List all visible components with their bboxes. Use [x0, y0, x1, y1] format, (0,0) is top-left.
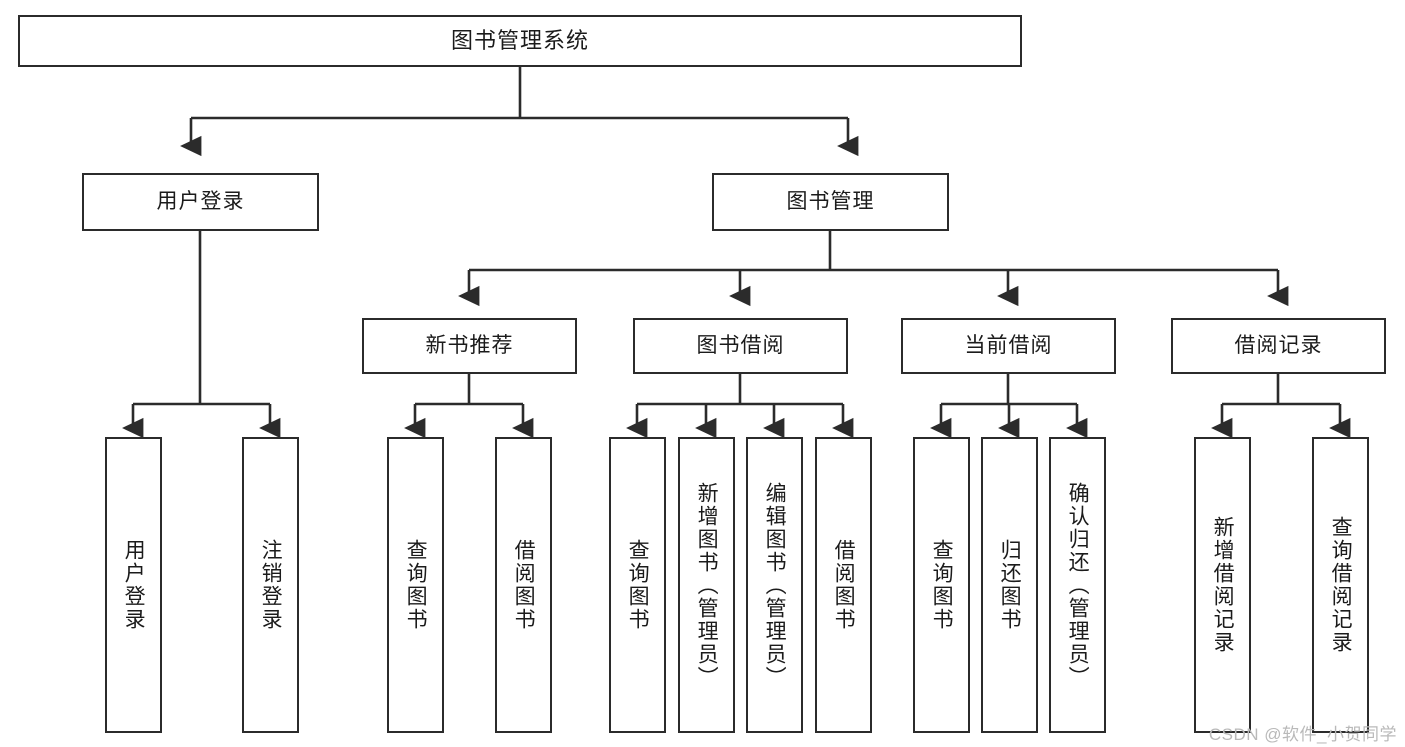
leaf-label: 新增图书（管理员）: [695, 481, 719, 689]
csdn-watermark: CSDN @软件_小贺同学: [1208, 725, 1397, 744]
leaf-user-login-signin[interactable]: 用户登录: [105, 437, 162, 733]
node-current-borrow[interactable]: 当前借阅: [901, 318, 1116, 374]
leaf-label: 借阅图书: [512, 539, 536, 631]
node-label: 图书管理: [786, 189, 875, 213]
node-user-login[interactable]: 用户登录: [82, 173, 319, 231]
leaf-label: 查询图书: [930, 539, 954, 631]
leaf-label: 归还图书: [998, 539, 1022, 631]
node-label: 新书推荐: [425, 333, 514, 357]
node-label: 借阅记录: [1234, 333, 1323, 357]
leaf-label: 确认归还（管理员）: [1066, 481, 1090, 689]
leaf-new-book-query[interactable]: 查询图书: [387, 437, 444, 733]
leaf-label: 查询图书: [626, 539, 650, 631]
leaf-label: 借阅图书: [832, 539, 856, 631]
leaf-current-borrow-query[interactable]: 查询图书: [913, 437, 970, 733]
leaf-book-borrow-query[interactable]: 查询图书: [609, 437, 666, 733]
leaf-user-login-signout[interactable]: 注销登录: [242, 437, 299, 733]
leaf-label: 新增借阅记录: [1211, 516, 1235, 654]
node-root-book-management-system[interactable]: 图书管理系统: [18, 15, 1022, 67]
node-book-borrow[interactable]: 图书借阅: [633, 318, 848, 374]
leaf-borrow-record-query[interactable]: 查询借阅记录: [1312, 437, 1369, 733]
leaf-label: 查询借阅记录: [1329, 516, 1353, 654]
node-label: 图书借阅: [696, 333, 785, 357]
node-book-management[interactable]: 图书管理: [712, 173, 949, 231]
node-new-book-recommend[interactable]: 新书推荐: [362, 318, 577, 374]
leaf-label: 编辑图书（管理员）: [763, 481, 787, 689]
node-label: 用户登录: [156, 189, 245, 213]
leaf-label: 用户登录: [122, 539, 146, 631]
leaf-current-borrow-return[interactable]: 归还图书: [981, 437, 1038, 733]
leaf-book-borrow-borrow[interactable]: 借阅图书: [815, 437, 872, 733]
leaf-book-borrow-add[interactable]: 新增图书（管理员）: [678, 437, 735, 733]
leaf-label: 查询图书: [404, 539, 428, 631]
node-borrow-record[interactable]: 借阅记录: [1171, 318, 1386, 374]
leaf-new-book-borrow[interactable]: 借阅图书: [495, 437, 552, 733]
leaf-book-borrow-edit[interactable]: 编辑图书（管理员）: [746, 437, 803, 733]
node-label: 图书管理系统: [450, 28, 589, 54]
leaf-current-borrow-confirm-return[interactable]: 确认归还（管理员）: [1049, 437, 1106, 733]
node-label: 当前借阅: [964, 333, 1053, 357]
leaf-label: 注销登录: [259, 539, 283, 631]
leaf-borrow-record-add[interactable]: 新增借阅记录: [1194, 437, 1251, 733]
